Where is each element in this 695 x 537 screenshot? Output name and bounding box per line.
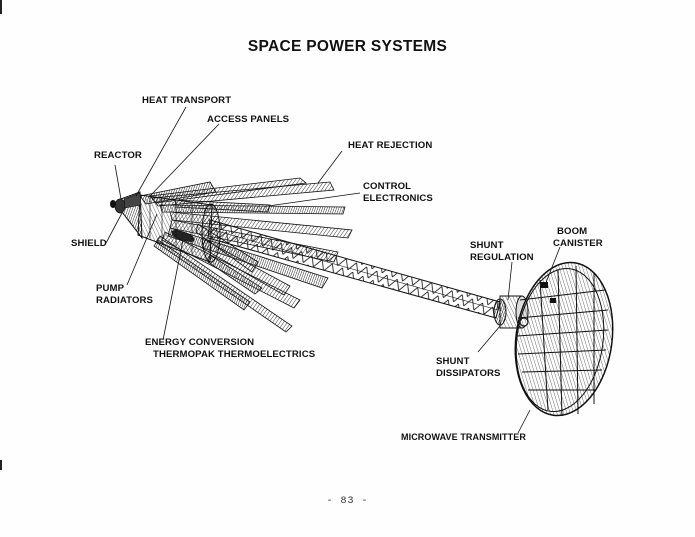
label-access-panels: ACCESS PANELS: [207, 114, 290, 125]
label-shunt-regulation: SHUNT REGULATION: [470, 240, 534, 263]
label-heat-rejection: HEAT REJECTION: [348, 140, 433, 151]
label-boom-canister-line2: CANISTER: [553, 237, 603, 249]
label-pump-radiators-line1: PUMP: [96, 283, 125, 294]
leader-shunt-dissipators: [477, 325, 501, 353]
leader-boom-canister: [544, 246, 561, 286]
label-control-electronics-line2: ELECTRONICS: [363, 192, 433, 204]
leader-energy-conversion: [162, 239, 184, 341]
leader-heat-rejection: [317, 150, 343, 184]
label-boom-canister: BOOM CANISTER: [553, 226, 603, 249]
label-energy-conversion-line1: ENERGY CONVERSION: [145, 337, 255, 348]
label-shunt-dissipators-line2: DISSIPATORS: [436, 367, 501, 379]
microwave-transmitter-dish: [514, 261, 614, 417]
label-shield: SHIELD: [71, 238, 107, 249]
leader-shunt-regulation: [507, 261, 513, 301]
scan-edge-mark-bottom: [0, 460, 2, 470]
label-shunt-regulation-line2: REGULATION: [470, 251, 534, 263]
leader-control-electronics: [267, 192, 361, 207]
leader-reactor: [114, 164, 122, 200]
label-shunt-dissipators: SHUNT DISSIPATORS: [436, 356, 501, 379]
radiator-fins-front: [139, 181, 291, 296]
leader-shield: [105, 212, 123, 244]
leader-lines: [105, 106, 561, 434]
leader-microwave-transmitter: [517, 409, 531, 434]
label-energy-conversion-line2: THERMOPAK THERMOELECTRICS: [153, 348, 316, 360]
label-pump-radiators: PUMP RADIATORS: [96, 283, 153, 306]
leader-pump-radiators: [126, 213, 158, 286]
label-control-electronics-line1: CONTROL: [363, 181, 412, 192]
label-pump-radiators-line2: RADIATORS: [96, 294, 154, 306]
leader-heat-transport: [135, 106, 187, 197]
label-shunt-dissipators-line1: SHUNT: [436, 356, 470, 367]
label-microwave-transmitter: MICROWAVE TRANSMITTER: [401, 432, 526, 442]
label-reactor: REACTOR: [94, 150, 142, 161]
label-control-electronics: CONTROL ELECTRONICS: [363, 181, 433, 204]
scan-edge-mark-top: [0, 0, 2, 14]
label-energy-conversion: ENERGY CONVERSION THERMOPAK THERMOELECTR…: [145, 337, 315, 360]
leader-access-panels: [149, 123, 220, 197]
page-title: SPACE POWER SYSTEMS: [247, 38, 448, 55]
page-number: - 83 -: [326, 496, 369, 507]
label-heat-transport: HEAT TRANSPORT: [142, 95, 232, 106]
reactor-assembly: [110, 191, 143, 240]
label-shunt-regulation-line1: SHUNT: [470, 240, 504, 251]
label-boom-canister-line1: BOOM: [557, 226, 588, 237]
